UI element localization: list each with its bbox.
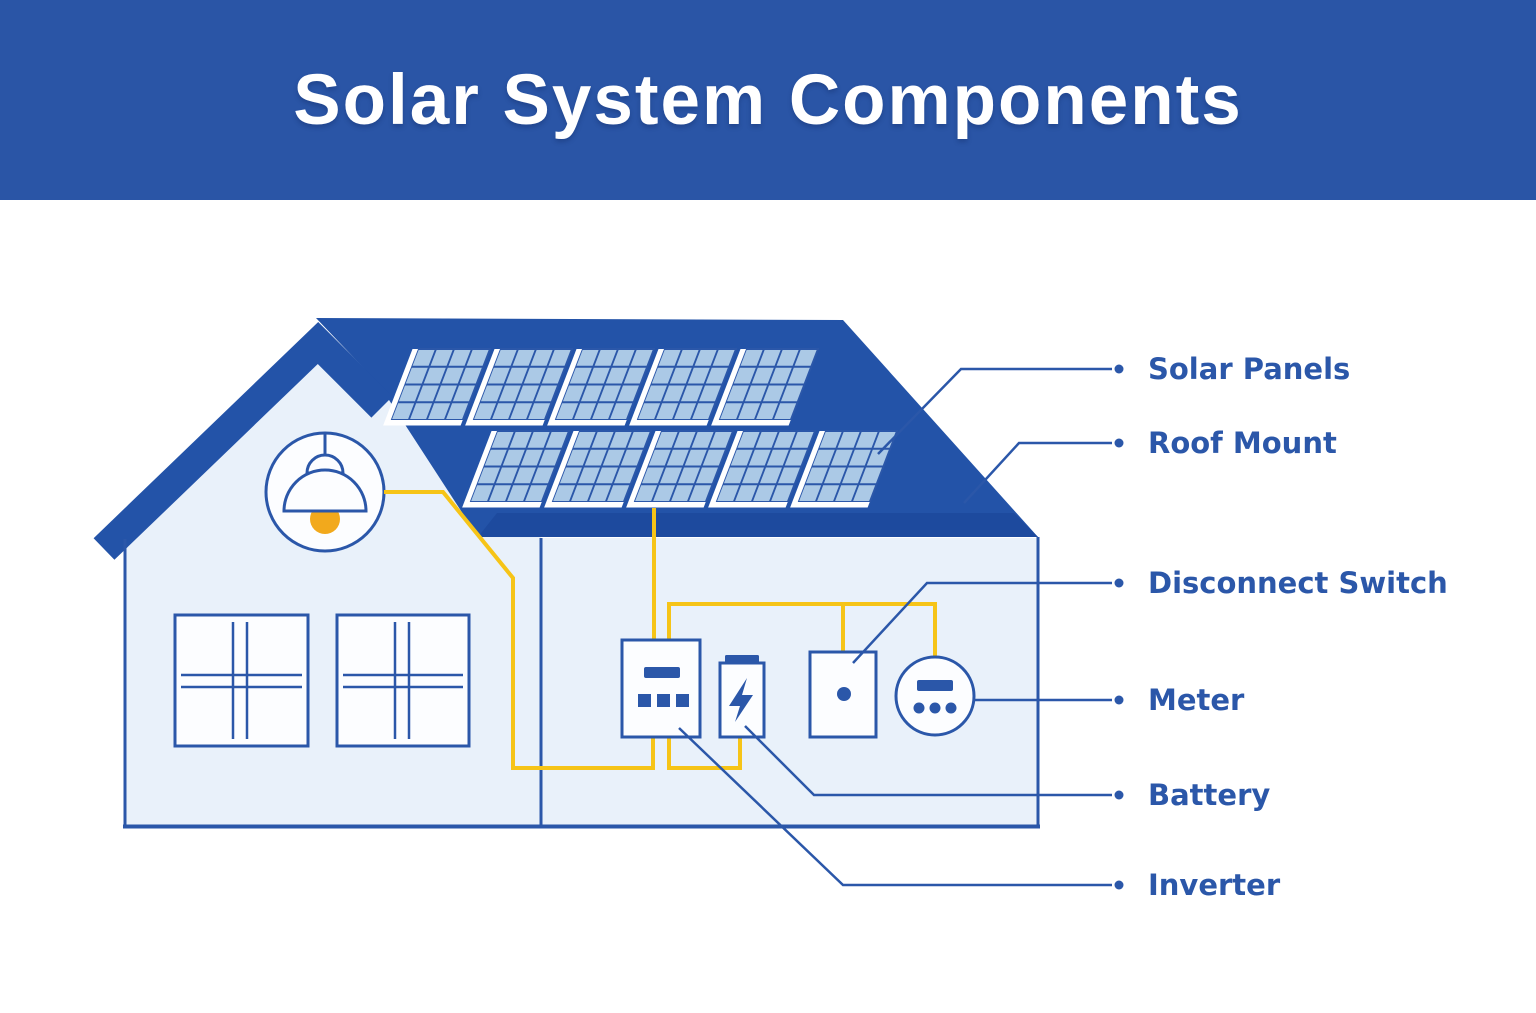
- gable-roof-band: [93, 321, 393, 560]
- roof-fascia: [478, 513, 1038, 537]
- window: [335, 613, 471, 748]
- house-walls: [123, 537, 1040, 827]
- lightning-bolt-icon: [729, 678, 753, 722]
- leader-roof-mount: [963, 441, 1112, 504]
- wiring: [384, 490, 937, 770]
- meter-icon: [894, 655, 976, 737]
- battery-icon: [718, 655, 766, 739]
- wire-inverter-to-meter: [667, 602, 937, 660]
- inverter-icon: [620, 638, 702, 739]
- label-roof-mount: Roof Mount: [1148, 426, 1337, 460]
- window: [173, 613, 310, 748]
- leader-dot: [1114, 438, 1124, 448]
- wire-inverter-to-battery: [667, 735, 742, 770]
- label-battery: Battery: [1148, 778, 1271, 812]
- leader-inverter: [678, 727, 1112, 887]
- page-title: Solar System Components: [293, 60, 1243, 140]
- wire-lamp-to-inverter: [384, 490, 655, 770]
- label-disconnect-switch: Disconnect Switch: [1148, 566, 1448, 600]
- leader-disconnect-switch: [852, 581, 1112, 664]
- leader-dot: [1114, 578, 1124, 588]
- disconnect-switch-icon: [808, 650, 878, 739]
- label-meter: Meter: [1148, 683, 1245, 717]
- leader-lines: [678, 364, 1124, 890]
- header-banner: Solar System Components: [0, 0, 1536, 200]
- leader-dot: [1114, 695, 1124, 705]
- leader-dot: [1114, 790, 1124, 800]
- label-inverter: Inverter: [1148, 868, 1281, 902]
- pendant-lamp-icon: [264, 431, 386, 553]
- label-solar-panels: Solar Panels: [1148, 352, 1351, 386]
- leader-solar-panels: [877, 367, 1112, 455]
- leader-dot: [1114, 880, 1124, 890]
- leader-battery: [744, 725, 1112, 797]
- leader-dot: [1114, 364, 1124, 374]
